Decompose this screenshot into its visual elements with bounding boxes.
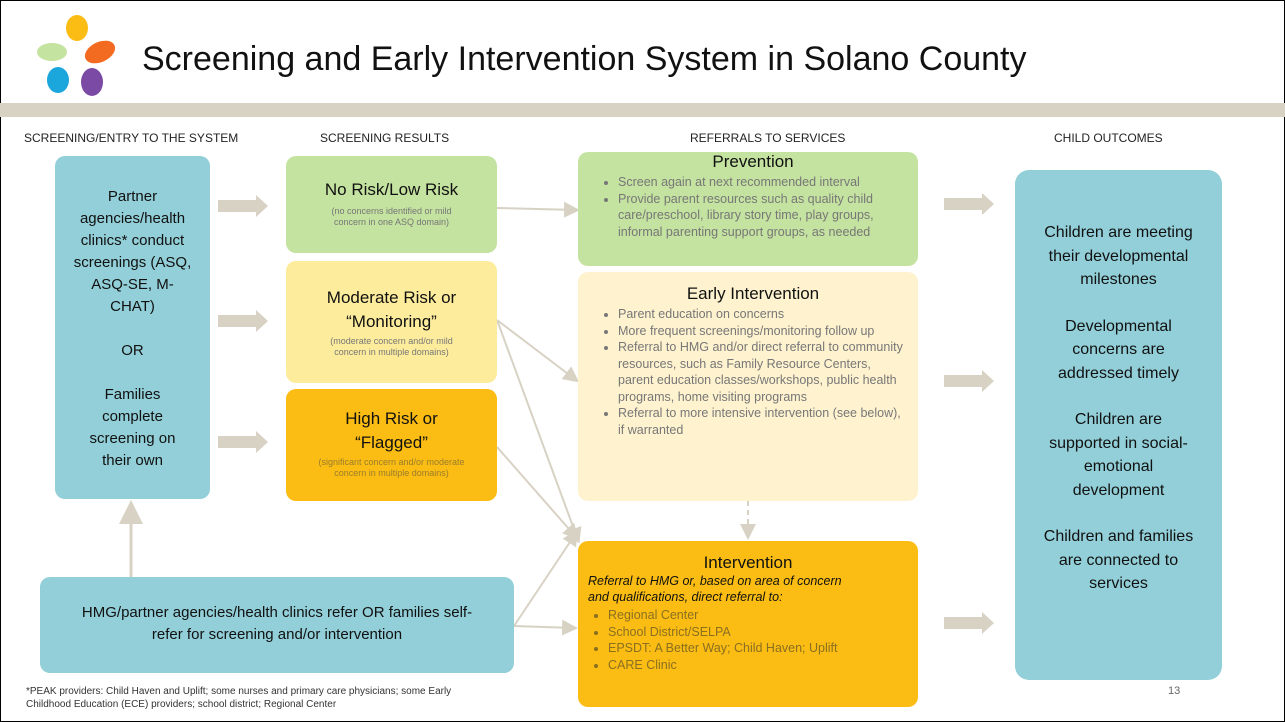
outcome-spacer	[1015, 385, 1222, 408]
intervention-item: Regional Center	[608, 607, 908, 624]
entry-line: screenings (ASQ,	[73, 254, 192, 271]
entry-line: their own	[102, 452, 163, 469]
arrow-high-entry	[218, 431, 268, 453]
footnote: *PEAK providers: Child Haven and Uplift;…	[26, 685, 586, 711]
prevention-box: Prevention Screen again at next recommen…	[578, 152, 918, 266]
outcome-line: milestones	[1080, 271, 1157, 288]
prevention-item: Provide parent resources such as quality…	[618, 191, 908, 241]
outcome-line: Children and families	[1043, 528, 1194, 545]
footnote-line: Childhood Education (ECE) providers; sch…	[26, 699, 337, 710]
outcome-spacer	[1015, 292, 1222, 315]
result-moderate-sub: (moderate concern and/or mild	[330, 336, 453, 346]
outcome-line: their developmental	[1048, 247, 1189, 265]
connector-moderate-early	[496, 319, 580, 383]
connector-hmg-early	[513, 529, 579, 627]
prevention-title: Prevention	[712, 152, 794, 171]
entry-line: Families	[104, 386, 161, 403]
result-high-title: “Flagged”	[355, 433, 428, 452]
prevention-list: Screen again at next recommended interva…	[598, 174, 908, 240]
result-high-sub: (significant concern and/or moderate	[318, 457, 465, 467]
entry-line: complete	[102, 408, 163, 425]
intervention-list: Regional Center School District/SELPA EP…	[588, 607, 908, 673]
result-low-sub: concern in one ASQ domain)	[333, 217, 450, 227]
early-intervention-list: Parent education on concerns More freque…	[598, 306, 908, 438]
footnote-line: *PEAK providers: Child Haven and Uplift;…	[26, 686, 452, 697]
entry-line: clinics* conduct	[80, 232, 185, 249]
arrow-early-outcomes	[944, 370, 994, 392]
arrow-prevention-outcomes	[944, 193, 994, 215]
result-high-risk: High Risk or “Flagged” (significant conc…	[286, 389, 497, 501]
entry-box: Partner agencies/health clinics* conduct…	[55, 156, 210, 499]
outcome-line: services	[1089, 575, 1148, 592]
outcome-line: emotional	[1083, 458, 1154, 475]
connector-moderate-intervention	[496, 319, 582, 544]
entry-line: CHAT)	[110, 298, 155, 315]
entry-line: OR	[121, 342, 144, 359]
entry-line: ASQ-SE, M-	[91, 276, 174, 293]
logo-icon	[37, 15, 116, 96]
result-low-risk: No Risk/Low Risk (no concerns identified…	[286, 156, 497, 253]
column-header-entry: SCREENING/ENTRY TO THE SYSTEM	[24, 131, 239, 145]
early-intervention-item: Referral to more intensive intervention …	[618, 405, 908, 438]
outcome-line: concerns are	[1072, 341, 1165, 358]
result-moderate-title: Moderate Risk or	[326, 288, 457, 307]
intervention-item: EPSDT: A Better Way; Child Haven; Uplift	[608, 640, 908, 657]
prevention-item: Screen again at next recommended interva…	[618, 174, 908, 191]
result-moderate-sub: concern in multiple domains)	[334, 347, 449, 357]
outcome-line: Developmental	[1065, 317, 1172, 335]
outcomes-box: Children are meeting their developmental…	[1015, 170, 1222, 680]
entry-spacer	[55, 318, 210, 340]
outcome-line: Children are	[1074, 411, 1163, 428]
outcome-line: addressed timely	[1058, 364, 1179, 382]
outcome-line: development	[1072, 481, 1165, 499]
intervention-item: CARE Clinic	[608, 657, 908, 674]
intervention-item: School District/SELPA	[608, 624, 908, 641]
column-header-outcomes: CHILD OUTCOMES	[1054, 131, 1163, 145]
page-number: 13	[1168, 685, 1181, 697]
entry-line: agencies/health	[79, 210, 186, 227]
outcome-spacer	[1015, 502, 1222, 525]
hmg-referral-box: HMG/partner agencies/health clinics refe…	[40, 577, 514, 673]
page-title: Screening and Early Intervention System …	[142, 40, 1027, 78]
early-intervention-item: Referral to HMG and/or direct referral t…	[618, 339, 908, 405]
intervention-box: Intervention Referral to HMG or, based o…	[578, 541, 918, 707]
result-high-sub: concern in multiple domains)	[334, 468, 449, 478]
early-intervention-item: Parent education on concerns	[618, 306, 908, 323]
outcome-line: are connected to	[1058, 551, 1179, 569]
intervention-title: Intervention	[703, 553, 793, 572]
connector-hmg-intervention	[513, 619, 578, 636]
result-moderate-risk: Moderate Risk or “Monitoring” (moderate …	[286, 261, 497, 383]
result-moderate-title: “Monitoring”	[346, 312, 437, 331]
hmg-line: HMG/partner agencies/health clinics refe…	[81, 604, 473, 621]
intervention-intro: Referral to HMG or, based on area of con…	[588, 574, 842, 588]
result-low-title: No Risk/Low Risk	[324, 180, 459, 199]
column-header-referrals: REFERRALS TO SERVICES	[690, 131, 846, 145]
connector-high-intervention	[496, 446, 579, 541]
arrow-entry-low	[218, 195, 268, 217]
arrow-entry-moderate	[218, 310, 268, 332]
hmg-line: refer for screening and/or intervention	[151, 626, 403, 643]
intervention-intro: and qualifications, direct referral to:	[588, 590, 783, 604]
header-band	[0, 103, 1285, 117]
outcome-line: Children are meeting	[1044, 224, 1193, 241]
entry-line: screening on	[89, 430, 176, 447]
result-high-title: High Risk or	[345, 409, 438, 428]
outcome-line: supported in social-	[1049, 434, 1188, 452]
connector-low-prevention	[496, 201, 580, 218]
early-intervention-title: Early Intervention	[686, 284, 820, 303]
result-low-sub: (no concerns identified or mild	[331, 206, 452, 216]
early-intervention-box: Early Intervention Parent education on c…	[578, 272, 918, 501]
entry-spacer	[55, 362, 210, 384]
early-intervention-item: More frequent screenings/monitoring foll…	[618, 323, 908, 340]
column-header-results: SCREENING RESULTS	[320, 131, 450, 145]
entry-line: Partner	[107, 188, 158, 205]
arrow-intervention-outcomes	[944, 612, 994, 634]
